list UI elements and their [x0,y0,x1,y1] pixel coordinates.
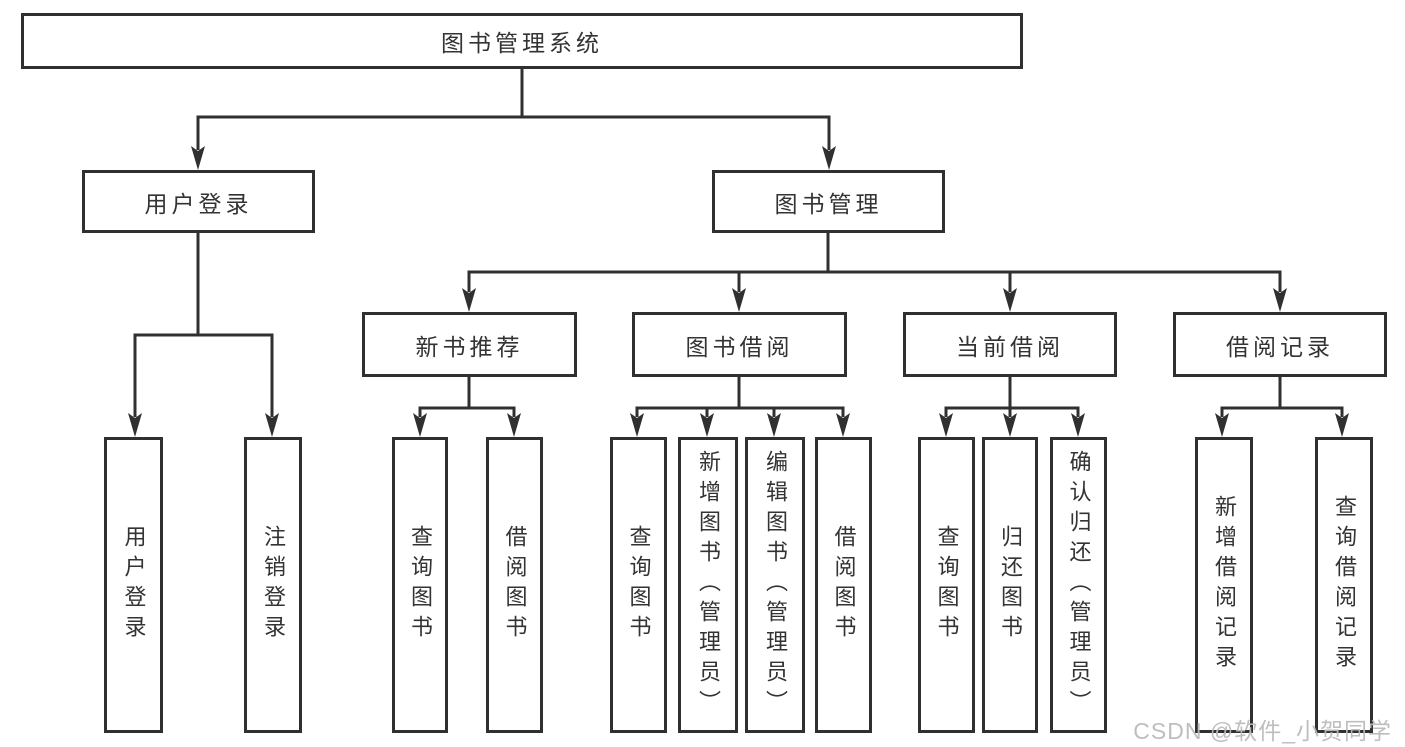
leaf-query-borrow-record: 查询借阅记录 [1315,437,1373,733]
arrowheads-level3 [462,288,1287,312]
connector-book-borrow-children [635,377,845,417]
connector-user-login-children [133,233,274,417]
leaf-borrow-book-new: 借阅图书 [486,437,543,733]
csdn-watermark: CSDN @软件_小贺同学 [1133,718,1392,744]
leaf-query-book-new: 查询图书 [392,437,448,733]
leaf-add-borrow-record: 新增借阅记录 [1195,437,1253,733]
leaf-borrow-book: 借阅图书 [815,437,872,733]
node-borrow-record: 借阅记录 [1173,312,1387,377]
node-new-book: 新书推荐 [362,312,577,377]
arrowheads-borrow-record-children [1215,413,1349,437]
leaf-confirm-return-admin: 确认归还（管理员） [1050,437,1107,733]
arrowheads-current-borrow-children [939,413,1085,437]
node-book-mgmt: 图书管理 [712,170,945,233]
leaf-edit-book-admin: 编辑图书（管理员） [745,437,805,733]
node-book-borrow: 图书借阅 [632,312,847,377]
leaf-logout: 注销登录 [244,437,302,733]
node-root: 图书管理系统 [21,13,1023,69]
node-current-borrow: 当前借阅 [903,312,1117,377]
arrowheads-new-book-children [413,413,521,437]
leaf-query-book-current: 查询图书 [918,437,975,733]
leaf-return-book: 归还图书 [982,437,1038,733]
connector-borrow-record-children [1220,377,1344,417]
connector-book-mgmt-children [467,233,1282,292]
arrowheads-level2 [191,146,836,170]
node-user-login: 用户登录 [82,170,315,233]
leaf-query-book-borrow: 查询图书 [610,437,667,733]
arrowheads-book-borrow-children [630,413,850,437]
connector-current-borrow-children [944,377,1080,417]
leaf-user-login: 用户登录 [104,437,163,733]
arrowheads-user-login-children [128,413,279,437]
leaf-add-book-admin: 新增图书（管理员） [678,437,738,733]
connector-new-book-children [418,377,516,417]
connector-root-to-level2 [196,69,831,150]
